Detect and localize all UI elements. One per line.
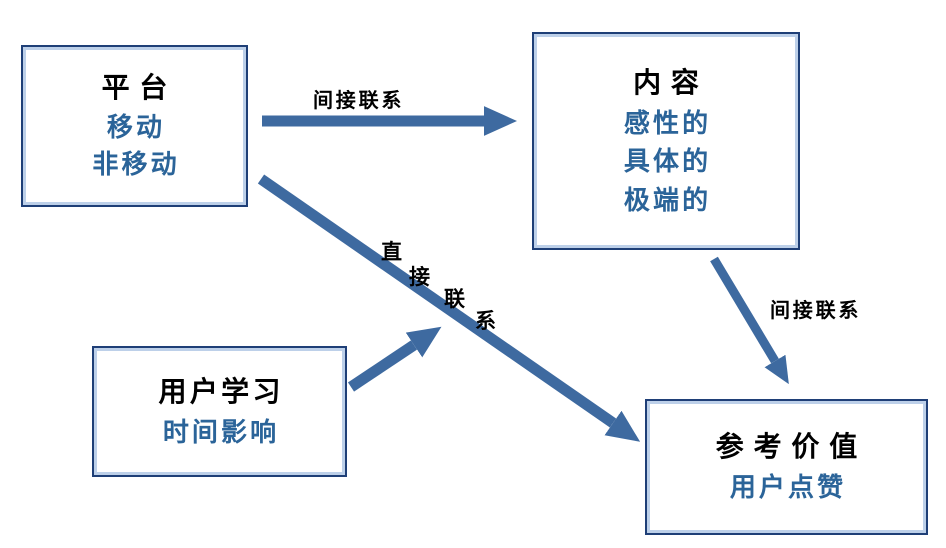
box-reference-value-title: 参考价值 — [715, 431, 867, 463]
box-user-learning-title: 用户学习 — [158, 375, 284, 407]
label-direct-link-char-3: 联 — [444, 288, 465, 311]
box-platform: 平台 移动 非移动 — [21, 45, 248, 207]
box-user-learning-item-time: 时间影响 — [162, 416, 280, 447]
arrow-platform-to-reference-direct — [257, 174, 641, 442]
label-direct-link-char-2: 接 — [409, 266, 430, 289]
box-user-learning: 用户学习 时间影响 — [92, 346, 347, 477]
box-content: 内容 感性的 具体的 极端的 — [532, 32, 800, 250]
label-indirect-link-top: 间接联系 — [313, 90, 405, 112]
box-platform-item-nonmobile: 非移动 — [92, 149, 180, 180]
box-content-title: 内容 — [633, 66, 709, 98]
box-reference-value-item-likes: 用户点赞 — [729, 472, 847, 503]
box-content-item-emotional: 感性的 — [623, 107, 712, 138]
arrow-content-to-reference — [710, 256, 789, 385]
box-reference-value: 参考价值 用户点赞 — [645, 399, 928, 535]
label-indirect-link-right: 间接联系 — [770, 300, 862, 322]
box-platform-item-mobile: 移动 — [106, 111, 166, 142]
box-content-item-extreme: 极端的 — [623, 184, 712, 215]
arrow-userlearning-to-direct-link — [347, 326, 442, 392]
label-direct-link-char-4: 系 — [475, 310, 496, 333]
box-content-item-concrete: 具体的 — [623, 146, 712, 177]
label-direct-link-char-1: 直 — [381, 241, 402, 264]
box-platform-title: 平台 — [101, 72, 178, 103]
